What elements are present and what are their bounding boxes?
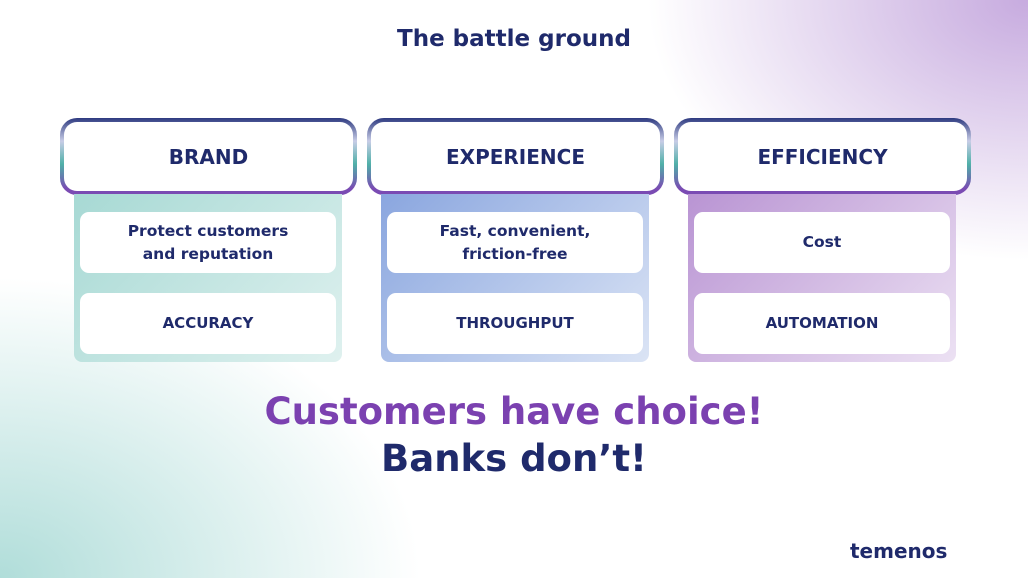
column-panel: Protect customers and reputation ACCURAC… (74, 194, 342, 362)
column-header: EFFICIENCY (674, 118, 971, 195)
column-panel: Fast, convenient, friction-free THROUGHP… (381, 194, 649, 362)
card: Cost (694, 212, 950, 273)
column-panel: Cost AUTOMATION (688, 194, 956, 362)
card: ACCURACY (80, 293, 336, 354)
column-header: BRAND (60, 118, 357, 195)
column-experience: EXPERIENCE Fast, convenient, friction-fr… (367, 118, 664, 362)
temenos-logo: temenos (850, 539, 948, 563)
tagline-customers: Customers have choice! (264, 390, 764, 433)
column-header: EXPERIENCE (367, 118, 664, 195)
column-header-label: EXPERIENCE (371, 122, 660, 191)
card: Fast, convenient, friction-free (387, 212, 643, 273)
card: AUTOMATION (694, 293, 950, 354)
slide-title: The battle ground (397, 26, 631, 52)
card: Protect customers and reputation (80, 212, 336, 273)
tagline-banks: Banks don’t! (381, 437, 647, 480)
column-brand: BRAND Protect customers and reputation A… (60, 118, 357, 362)
column-header-label: BRAND (64, 122, 353, 191)
column-efficiency: EFFICIENCY Cost AUTOMATION (674, 118, 971, 362)
column-header-label: EFFICIENCY (678, 122, 967, 191)
card: THROUGHPUT (387, 293, 643, 354)
